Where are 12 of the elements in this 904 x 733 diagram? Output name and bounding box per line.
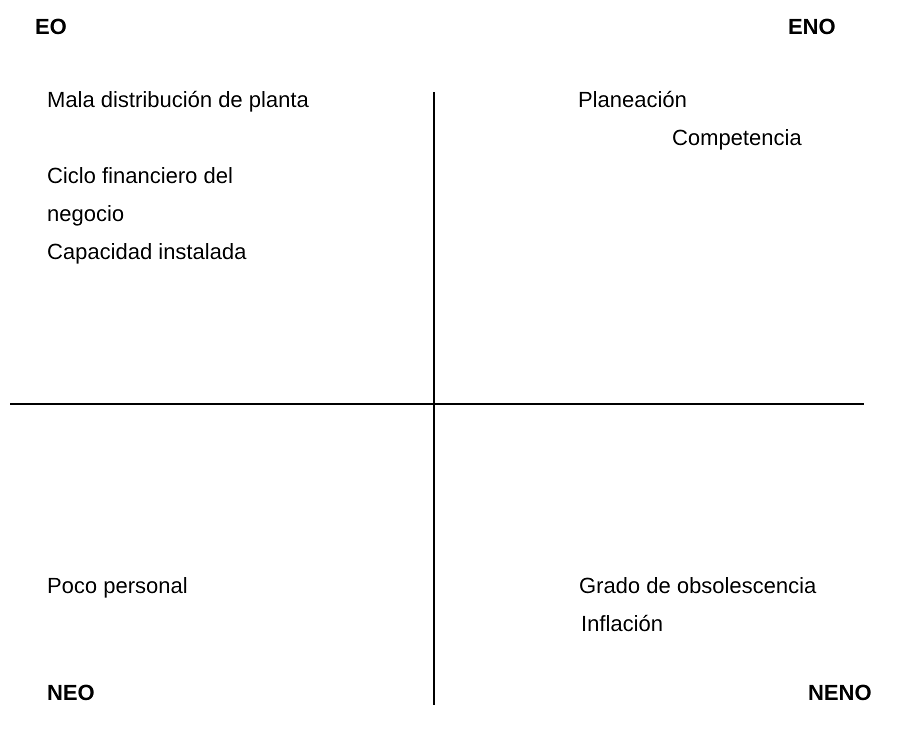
quadrant-item: Competencia bbox=[672, 124, 802, 152]
quadrant-item: Mala distribución de planta bbox=[47, 86, 310, 114]
quadrant-item: Poco personal bbox=[47, 572, 188, 600]
quadrant-heading: EO bbox=[35, 13, 67, 41]
quadrant-heading: NEO bbox=[47, 679, 95, 707]
quadrant-item: Grado de obsolescencia bbox=[579, 572, 816, 600]
quadrant-heading: NENO bbox=[808, 679, 872, 707]
quadrant-heading: ENO bbox=[788, 13, 836, 41]
quadrant-item: Capacidad instalada bbox=[47, 238, 246, 266]
quadrant-item: Inflación bbox=[581, 610, 663, 638]
quadrant-item: Planeación bbox=[578, 86, 687, 114]
quadrant-item: Ciclo financiero del negocio bbox=[47, 162, 234, 228]
